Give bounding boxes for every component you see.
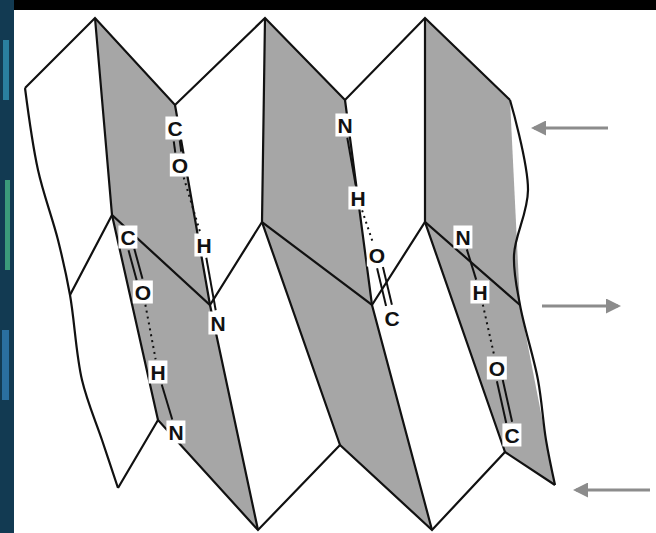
atom-label: N [335,114,354,137]
direction-arrow [534,127,608,130]
atom-label: O [133,281,153,304]
sheet-outline [425,18,505,452]
sheet-outline [262,18,340,445]
atom-label: H [470,281,489,304]
atom-label: H [348,187,367,210]
direction-arrow [542,305,618,308]
bond-line [162,384,173,419]
bond-line [184,177,201,232]
bond-line [483,305,494,356]
bond-line [174,141,176,152]
direction-arrow [576,489,650,492]
left-strip [5,180,10,270]
ground [14,10,656,533]
bond-line [467,249,476,279]
atom-label: N [208,312,227,335]
atom-label: N [166,421,185,444]
bond-line [180,140,182,151]
bond-line [362,210,373,242]
bond-line [134,249,142,279]
bond-line [503,380,512,422]
atom-label: O [367,244,387,267]
sheet-edge [25,88,118,488]
atom-label: N [453,226,472,249]
left-strip [2,330,9,400]
atom-label: H [148,361,167,384]
atom-label: O [170,154,190,177]
atom-label: C [165,117,184,140]
atom-label: C [118,226,137,249]
sheet-outline [70,215,520,305]
atom-label: C [502,424,521,447]
left-strip [3,40,9,100]
pleat-face [262,222,432,530]
atom-label: H [194,234,213,257]
pleat-face [425,222,555,485]
bond-line [206,258,215,310]
left-strip [0,0,14,533]
sheet-outline [345,100,432,530]
bond-line [347,138,355,185]
atom-label: O [487,357,507,380]
bond-line [383,267,392,305]
bond-line [145,305,155,359]
atom-label: C [382,307,401,330]
